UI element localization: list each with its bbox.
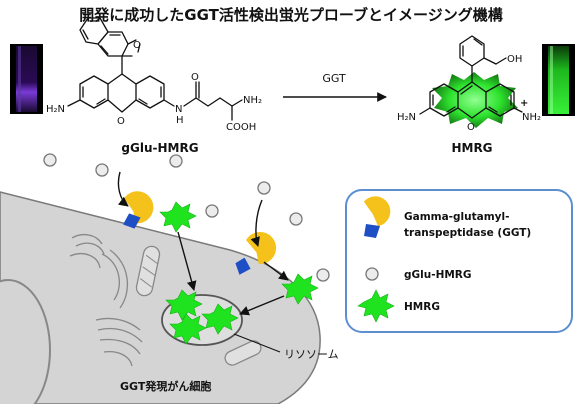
endoplasmic-reticulum — [95, 317, 143, 367]
xanthene-oxygen-label: O — [117, 116, 125, 127]
arrow-star-to-lysosome — [239, 295, 285, 316]
hmrg-stars — [159, 201, 319, 345]
legend-probe-label: gGlu-HMRG — [404, 269, 472, 281]
probe-h-label: H — [176, 115, 184, 126]
hmrg-star — [201, 303, 239, 335]
nucleus — [0, 279, 51, 404]
arrow-probe-to-ggt-2 — [250, 199, 263, 247]
oh-label: OH — [507, 54, 522, 65]
probe-name-label: gGlu-HMRG — [121, 141, 198, 155]
cell-label: GGT発現がん細胞 — [120, 379, 211, 393]
mitochondrion-2 — [224, 340, 262, 366]
probe-circle — [257, 181, 271, 195]
legend-box: Gamma-glutamyl- transpeptidase (GGT) gGl… — [345, 189, 573, 333]
arrow-probe-to-ggt-1 — [117, 171, 129, 207]
golgi-apparatus — [69, 233, 129, 309]
product-name-label: HMRG — [451, 141, 492, 155]
probe-circle — [316, 268, 330, 282]
hmrg-star — [169, 313, 207, 345]
hmrg-star — [159, 201, 197, 233]
product-nh2-label: NH₂ — [522, 112, 541, 123]
probe-nh2-label: NH₂ — [243, 95, 262, 106]
legend-ggt-label-1: Gamma-glutamyl- — [404, 211, 509, 223]
product-oxygen-label: O — [467, 122, 475, 133]
legend-hmrg-label: HMRG — [404, 301, 440, 313]
probe-n-label: N — [175, 104, 182, 115]
lysosome-label: リソソーム — [284, 348, 339, 361]
carbonyl-oxygen-label: O — [191, 72, 199, 83]
legend-ggt-icon — [363, 196, 391, 238]
product-h2n-label: H₂N — [397, 112, 416, 123]
page-title: 開発に成功したGGT活性検出蛍光プローブとイメージング機構 — [79, 6, 502, 24]
mitochondrion — [135, 245, 161, 297]
ring-oxygen-label: O — [133, 40, 141, 51]
product-structure: OH H₂N NH₂ + O — [397, 35, 541, 133]
legend-hmrg-icon — [357, 289, 395, 323]
product-glow — [432, 72, 518, 128]
green-cuvette — [542, 44, 575, 116]
hmrg-star — [281, 273, 319, 305]
probe-circle — [289, 212, 303, 226]
probe-h2n-label: H₂N — [46, 104, 65, 115]
process-arrows — [117, 171, 289, 316]
probe-circle — [95, 163, 109, 177]
legend-ggt-label-2: transpeptidase (GGT) — [404, 227, 531, 239]
arrow-ggt2-to-star — [263, 261, 289, 281]
arrow-ggt1-to-lysosome — [177, 231, 197, 291]
probe-molecules — [43, 153, 330, 282]
hmrg-star — [165, 289, 203, 321]
legend-probe-icon — [365, 267, 379, 281]
cooh-label: COOH — [226, 122, 256, 133]
reaction-arrow-label: GGT — [322, 72, 346, 85]
probe-structure: O O H₂N N H O NH₂ COOH — [46, 17, 262, 133]
lysosome-pointer — [233, 333, 281, 353]
probe-circle — [169, 154, 183, 168]
probe-circle — [43, 153, 57, 167]
charge-plus: + — [520, 98, 528, 109]
ggt-enzyme-1 — [123, 191, 154, 229]
violet-cuvette — [10, 44, 43, 114]
probe-circle — [205, 204, 219, 218]
